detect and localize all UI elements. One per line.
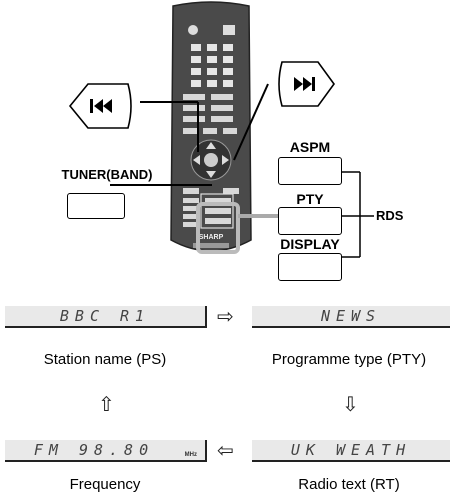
radio-text-text: UK WEATH — [290, 441, 412, 459]
pty-label: PTY — [296, 191, 324, 207]
aspm-button[interactable] — [278, 157, 342, 185]
programme-type-caption: Programme type (PTY) — [271, 351, 427, 368]
radio-text-display: UK WEATH — [252, 440, 450, 462]
aspm-label: ASPM — [289, 139, 331, 155]
frequency-display: FM 98.80 MHz — [5, 440, 207, 462]
frequency-caption: Frequency — [69, 476, 141, 493]
skip-forward-icon[interactable] — [272, 58, 338, 110]
arrow-up-icon: ⇧ — [98, 394, 115, 416]
station-name-display: BBC R1 — [5, 306, 207, 328]
pty-button[interactable] — [278, 207, 342, 235]
display-button[interactable] — [278, 253, 342, 281]
rds-label: RDS — [376, 208, 404, 223]
programme-type-display: NEWS — [252, 306, 450, 328]
station-name-caption: Station name (PS) — [43, 351, 167, 368]
tuner-band-label: TUNER(BAND) — [61, 167, 153, 182]
frequency-unit: MHz — [184, 452, 197, 458]
remote-brand: SHARP — [199, 234, 224, 241]
programme-type-text: NEWS — [320, 307, 382, 325]
arrow-down-icon: ⇩ — [342, 394, 359, 416]
tuner-band-button[interactable] — [67, 193, 125, 219]
callout-lines — [110, 83, 374, 258]
remote-control: SHARP — [170, 1, 252, 252]
radio-text-caption: Radio text (RT) — [298, 476, 400, 493]
station-name-text: BBC R1 — [59, 307, 151, 325]
frequency-text: FM 98.80 — [33, 441, 155, 459]
arrow-right-icon: ⇨ — [217, 306, 234, 328]
skip-back-icon[interactable] — [66, 80, 142, 132]
arrow-left-icon: ⇦ — [217, 440, 234, 462]
display-label: DISPLAY — [280, 236, 340, 252]
